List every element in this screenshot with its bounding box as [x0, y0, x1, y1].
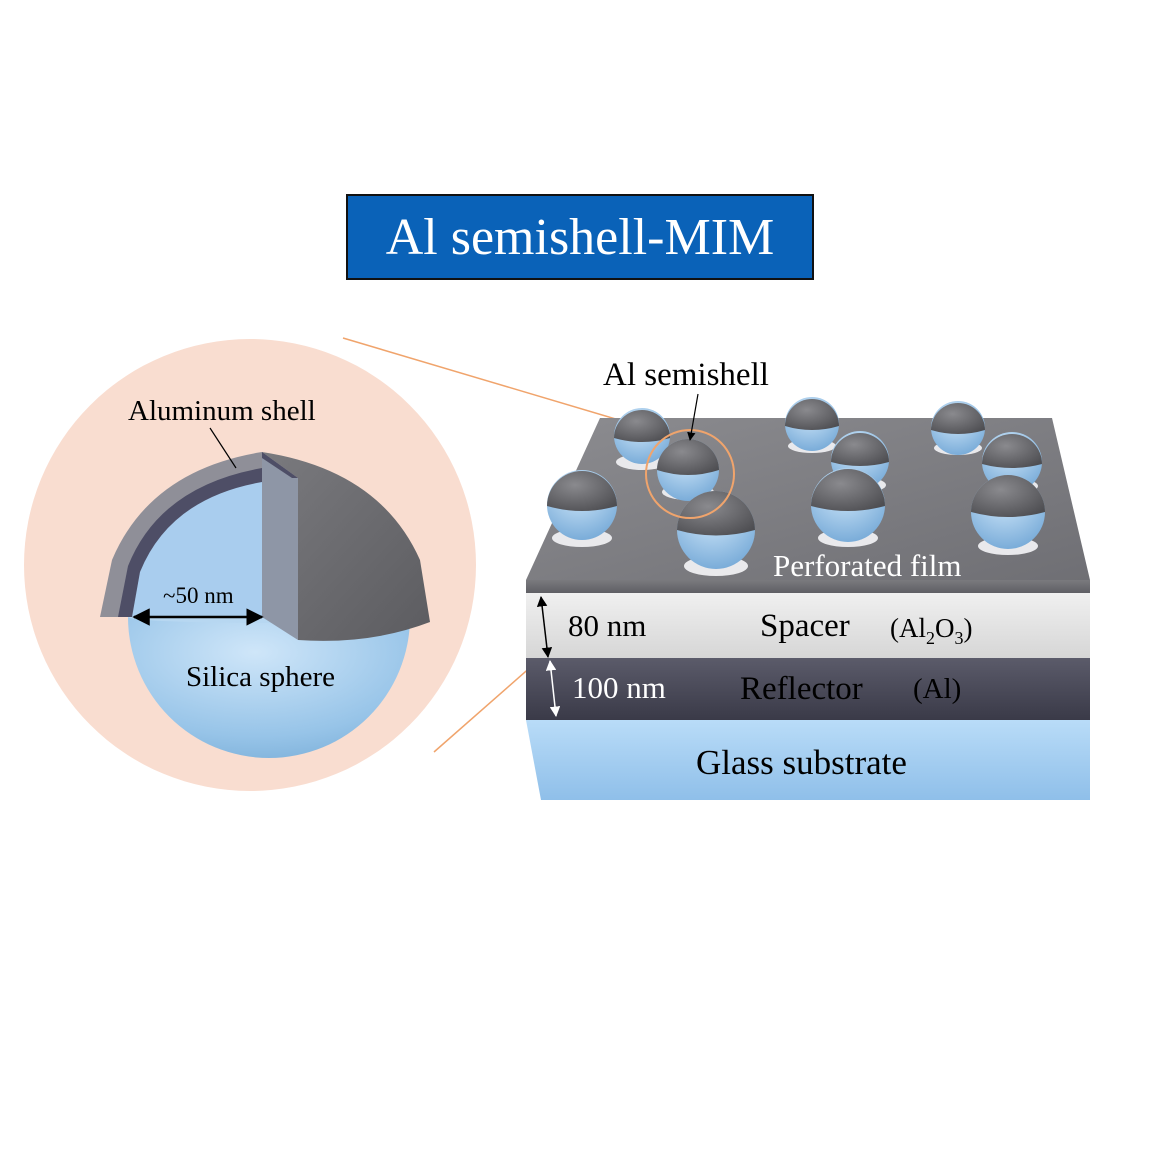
- reflector-layer: [526, 658, 1090, 720]
- diameter-label: ~50 nm: [163, 583, 234, 608]
- aluminum-shell-pointer: [209, 427, 237, 469]
- semishell-2: [785, 397, 839, 453]
- title-box: Al semishell-MIM: [346, 194, 814, 280]
- semishell-7: [547, 470, 617, 547]
- semishell-label: Al semishell: [603, 357, 769, 393]
- inset-shell-edge: [262, 452, 298, 478]
- semishell-array: [547, 397, 1045, 576]
- inset-cut-silica-face: [132, 482, 262, 617]
- semishell-9: [971, 475, 1045, 555]
- perforated-film-edge: [526, 580, 1090, 593]
- reflector-material-label: (Al): [913, 673, 961, 705]
- glass-substrate-label: Glass substrate: [696, 743, 907, 782]
- perforated-film-label: Perforated film: [773, 548, 962, 583]
- spacer-layer: [526, 593, 1090, 658]
- inset-shell-outer-surface: [262, 452, 430, 641]
- semishell-3: [931, 401, 985, 455]
- semishell-10: [677, 491, 755, 576]
- inset-silica-sphere: [128, 617, 410, 758]
- spacer-label: Spacer: [760, 608, 850, 644]
- aluminum-shell-label: Aluminum shell: [128, 395, 316, 427]
- semishell-8: [811, 468, 885, 547]
- reflector-label: Reflector: [740, 671, 863, 707]
- spacer-material-label: (Al2O3): [890, 613, 973, 648]
- reflector-thickness-label: 100 nm: [572, 670, 666, 705]
- semishell-pointer: [687, 393, 699, 441]
- spacer-thickness-label: 80 nm: [568, 608, 646, 643]
- inset-cut-side-face: [262, 452, 298, 640]
- silica-sphere-label: Silica sphere: [186, 661, 335, 693]
- magnifier-circle: [645, 429, 735, 519]
- glass-substrate-layer: [526, 720, 1090, 800]
- reflector-thickness-arrow: [545, 659, 561, 718]
- page-title: Al semishell-MIM: [385, 208, 775, 266]
- spacer-thickness-arrow: [536, 595, 553, 659]
- semishell-1: [614, 408, 670, 470]
